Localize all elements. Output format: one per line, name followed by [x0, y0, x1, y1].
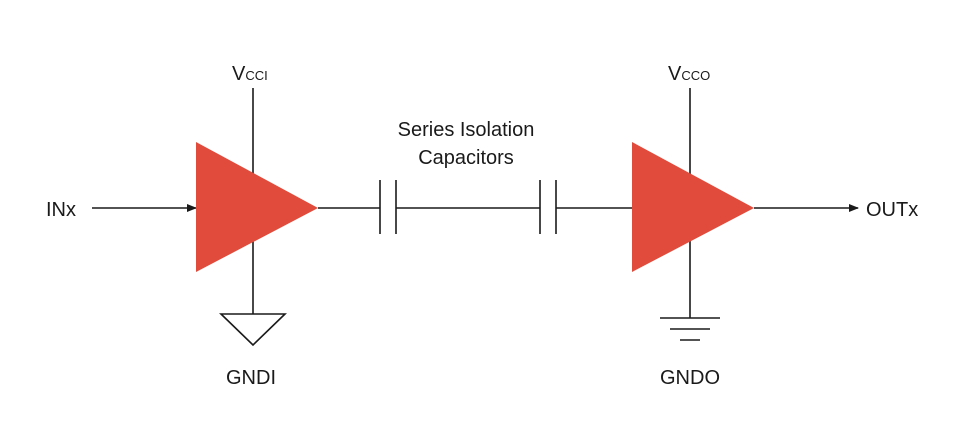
input-label: INx	[46, 199, 76, 221]
vcco-label: VCCO	[668, 63, 710, 85]
vcci-label: VCCI	[232, 63, 268, 85]
output-label: OUTx	[866, 199, 918, 221]
series-capacitor-2	[539, 180, 557, 234]
input-buffer	[196, 142, 318, 272]
gndo-label: GNDO	[660, 367, 720, 389]
earth-ground-icon	[660, 317, 720, 341]
capacitors-label-line2: Capacitors	[418, 147, 514, 169]
chassis-ground-icon	[219, 313, 287, 347]
capacitors-label-line1: Series Isolation	[398, 119, 535, 141]
output-buffer	[632, 142, 754, 272]
series-capacitor-1	[379, 180, 397, 234]
gndi-label: GNDI	[226, 367, 276, 389]
